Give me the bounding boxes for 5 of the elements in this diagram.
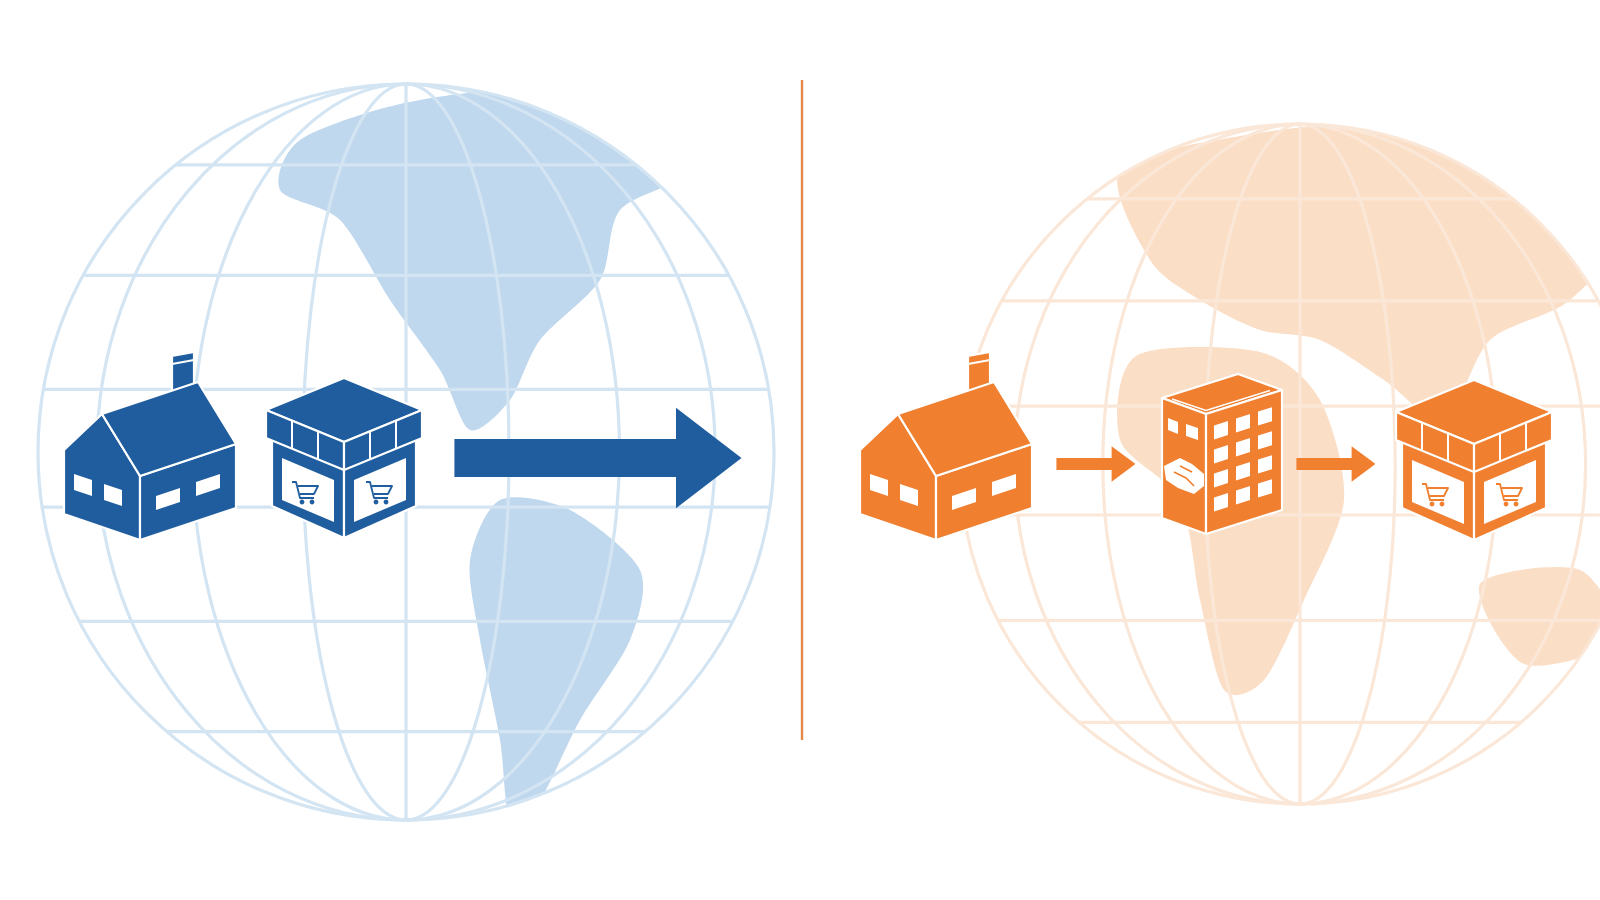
- office-building-icon: [1160, 372, 1284, 536]
- factory-icon: [858, 350, 1034, 542]
- factory-icon: [62, 350, 238, 542]
- shop-icon: [264, 376, 424, 540]
- shop-icon: [1394, 378, 1554, 542]
